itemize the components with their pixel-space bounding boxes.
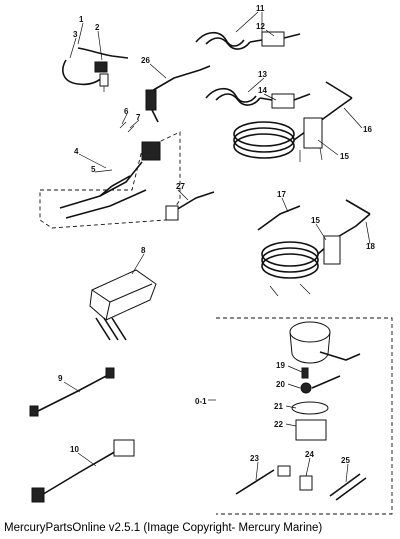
- part-27-harness: [165, 191, 215, 221]
- exploded-parts-diagram: 1 2 3 11 12 26 13 14: [29, 4, 393, 515]
- callout-12: 12: [256, 22, 265, 31]
- part-coiled-cord-13-14: [205, 87, 311, 109]
- callout-3: 3: [73, 30, 78, 39]
- callout-20: 20: [276, 380, 285, 389]
- image-caption: MercuryPartsOnline v2.5.1 (Image Copyrig…: [4, 522, 323, 534]
- callout-27: 27: [176, 182, 185, 191]
- part-9-cable: [29, 367, 115, 417]
- callout-18: 18: [366, 242, 375, 251]
- callout-9: 9: [58, 374, 63, 383]
- part-harness-1-2-3: [62, 47, 129, 92]
- callout-6: 6: [124, 107, 129, 116]
- callout-24: 24: [305, 450, 314, 459]
- callout-2: 2: [95, 23, 100, 32]
- callout-5: 5: [91, 165, 96, 174]
- callout-26: 26: [141, 56, 150, 65]
- callout-19: 19: [276, 361, 285, 370]
- part-10-cable: [31, 439, 135, 503]
- part-gauge-kit-0-1: [208, 317, 393, 515]
- callout-15-lower: 15: [311, 216, 320, 225]
- part-harness-15-17-18: [257, 199, 371, 297]
- callout-23: 23: [250, 454, 259, 463]
- callout-0-1: 0-1: [195, 397, 207, 406]
- callout-10: 10: [70, 445, 79, 454]
- callout-4: 4: [74, 147, 79, 156]
- callout-22: 22: [274, 420, 283, 429]
- callout-15-upper: 15: [340, 152, 349, 161]
- callout-21: 21: [274, 402, 283, 411]
- callout-7: 7: [136, 113, 141, 122]
- callout-16: 16: [363, 125, 372, 134]
- part-group-4-7: [39, 121, 181, 229]
- callout-17: 17: [277, 190, 286, 199]
- callout-1: 1: [79, 15, 84, 24]
- callout-11: 11: [256, 4, 265, 13]
- callout-25: 25: [341, 456, 350, 465]
- callout-8: 8: [141, 246, 146, 255]
- part-26-harness: [145, 65, 211, 123]
- callout-14: 14: [258, 86, 267, 95]
- part-harness-15-16: [233, 81, 353, 162]
- part-coiled-cord-11-12: [195, 31, 301, 50]
- callout-13: 13: [258, 70, 267, 79]
- part-8-module: [89, 269, 157, 341]
